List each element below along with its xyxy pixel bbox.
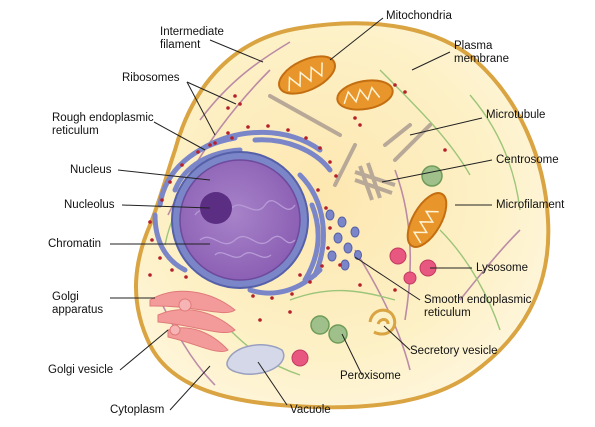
line-golgi-vesicle <box>119 329 169 371</box>
mitochondrion-3 <box>406 192 448 248</box>
line-peroxisome <box>341 333 363 376</box>
line-smooth-er <box>354 256 421 301</box>
peroxisomes <box>310 315 348 344</box>
rough-er-ribosomes <box>148 124 338 300</box>
mitochondrion-2 <box>336 79 394 111</box>
label-microfilament: Microfilament <box>496 199 565 211</box>
free-ribosomes <box>148 83 447 322</box>
mitochondrion-1 <box>278 55 336 95</box>
line-nucleus <box>117 169 211 181</box>
line-cytoplasm <box>169 365 211 411</box>
label-peroxisome: Peroxisome <box>340 370 401 382</box>
line-vacuole <box>257 361 288 406</box>
microtubules <box>268 94 432 187</box>
secretory-vesicle <box>368 308 397 336</box>
vesicle-pink <box>291 349 309 367</box>
label-golgi-apparatus: Golgi apparatus <box>52 291 104 316</box>
label-microtubule: Microtubule <box>486 109 546 121</box>
label-ribosomes: Ribosomes <box>122 72 180 84</box>
label-nucleus: Nucleus <box>70 164 112 176</box>
plasma-membrane <box>134 21 551 410</box>
line-rough-er <box>153 121 206 151</box>
label-rough-er: Rough endoplasmic reticulum <box>52 112 154 137</box>
label-cytoplasm: Cytoplasm <box>110 404 165 416</box>
label-smooth-er: Smooth endoplasmic reticulum <box>424 294 532 319</box>
line-microtubule <box>409 117 483 136</box>
label-mitochondria: Mitochondria <box>386 10 452 22</box>
label-plasma-membrane: Plasma membrane <box>454 40 509 65</box>
golgi-vesicles <box>169 298 192 336</box>
centrosome <box>354 162 396 201</box>
vacuole <box>226 344 285 375</box>
line-intermediate-filament <box>209 39 264 63</box>
label-centrosome: Centrosome <box>496 154 559 166</box>
line-mitochondria <box>329 17 384 61</box>
line-nucleolus <box>121 204 211 209</box>
golgi-apparatus <box>149 290 236 352</box>
label-lysosome: Lysosome <box>476 262 528 274</box>
label-vacuole: Vacuole <box>290 404 331 416</box>
line-centrosome <box>381 159 493 183</box>
line-secretory-vesicle <box>383 325 411 351</box>
leader-lines <box>110 17 493 411</box>
nucleolus <box>200 192 232 224</box>
label-nucleolus: Nucleolus <box>64 199 115 211</box>
line-plasma-membrane <box>411 51 451 71</box>
label-golgi-vesicle: Golgi vesicle <box>48 364 114 376</box>
label-intermediate-filament: Intermediate filament <box>160 26 224 51</box>
label-secretory-vesicle: Secretory vesicle <box>410 345 498 357</box>
nucleus <box>171 151 309 289</box>
line-ribosomes-1 <box>186 81 237 105</box>
line-ribosomes-2 <box>186 81 216 136</box>
label-chromatin: Chromatin <box>48 238 102 250</box>
peroxisome-top <box>421 165 443 187</box>
rough-er <box>152 129 333 296</box>
